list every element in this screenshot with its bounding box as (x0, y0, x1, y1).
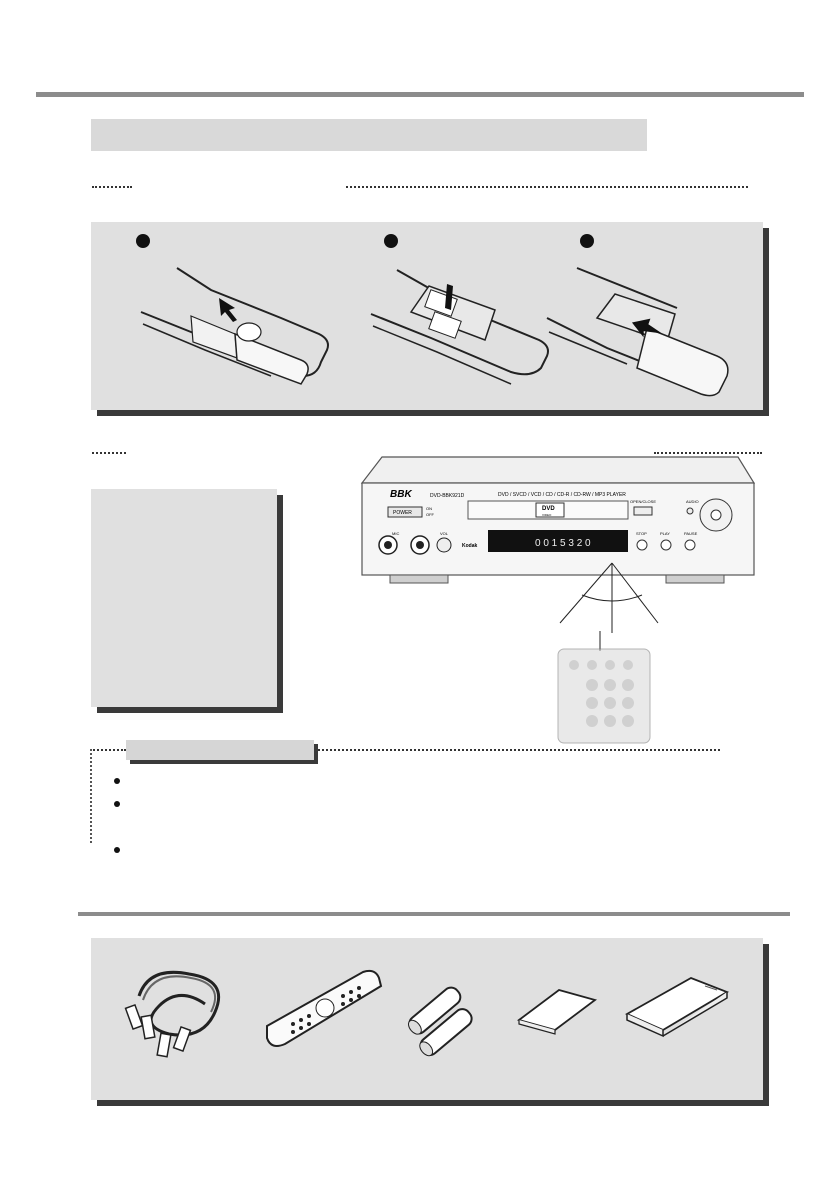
step-1-marker (136, 234, 150, 248)
close-cover-illustration (546, 267, 729, 397)
note-bullet (114, 778, 120, 784)
dvd-logo: DVD (542, 506, 555, 512)
remote-cover-illustration (140, 267, 329, 385)
remote-range-icon (559, 562, 659, 651)
vol-label: VOL (440, 531, 449, 536)
brand-logo: BBK (390, 489, 412, 500)
step-3-marker (580, 234, 594, 248)
dotted-guide (346, 186, 748, 188)
booklet-icon (516, 989, 598, 1035)
dotted-guide (92, 452, 126, 454)
pause-button[interactable] (684, 539, 696, 551)
av-cable-icon (124, 970, 221, 1058)
model-label: DVD-BBK921D (430, 493, 465, 499)
battery-compartment-illustration (370, 269, 549, 385)
front-display (488, 530, 628, 552)
stop-label: STOP (636, 531, 647, 536)
dotted-guide (318, 749, 720, 751)
remote-control-accessory-icon (266, 969, 383, 1047)
manual-icon (624, 977, 730, 1038)
power-label: POWER (393, 510, 412, 516)
off-label: OFF (426, 512, 435, 517)
audio-label: AUDIO (686, 499, 699, 504)
display-readout: 0 0 1 5 3 2 0 (535, 538, 591, 549)
top-rule (36, 92, 804, 97)
battery-install-panel (91, 222, 763, 410)
dvd-player-illustration: BBK DVD-BBK921D DVD / SVCD / VCD / CD / … (360, 456, 756, 744)
play-button[interactable] (660, 539, 672, 551)
note-bullet (114, 801, 120, 807)
kodak-label: Kodak (462, 543, 478, 549)
power-button[interactable] (387, 506, 423, 518)
accessories-panel (91, 938, 763, 1100)
note-bullet (114, 847, 120, 853)
battery-arrow-icon (219, 298, 237, 322)
dvd-logo-sub: VIDEO (542, 513, 552, 517)
open-close-button[interactable] (633, 506, 653, 516)
audio-button[interactable] (686, 507, 694, 515)
section-rule (78, 912, 790, 916)
step-2-marker (384, 234, 398, 248)
note-heading-tab (126, 740, 314, 760)
open-close-label: OPEN/CLOSE (630, 499, 656, 504)
dotted-guide (654, 452, 762, 454)
dotted-guide (90, 749, 126, 751)
pause-label: PAUSE (684, 531, 698, 536)
mic-label: MIC (392, 531, 399, 536)
stop-button[interactable] (636, 539, 648, 551)
note-frame (90, 749, 92, 843)
remote-range-info-panel (91, 489, 277, 707)
remote-control-icon (557, 648, 651, 744)
on-label: ON (426, 506, 432, 511)
slide-arrow-icon (631, 318, 663, 338)
section-heading-bar (91, 119, 647, 151)
batteries-icon (407, 986, 473, 1057)
play-label: PLAY (660, 531, 670, 536)
formats-label: DVD / SVCD / VCD / CD / CD-R / CD-RW / M… (498, 492, 626, 498)
volume-knob[interactable] (436, 537, 452, 553)
dotted-guide (92, 186, 132, 188)
